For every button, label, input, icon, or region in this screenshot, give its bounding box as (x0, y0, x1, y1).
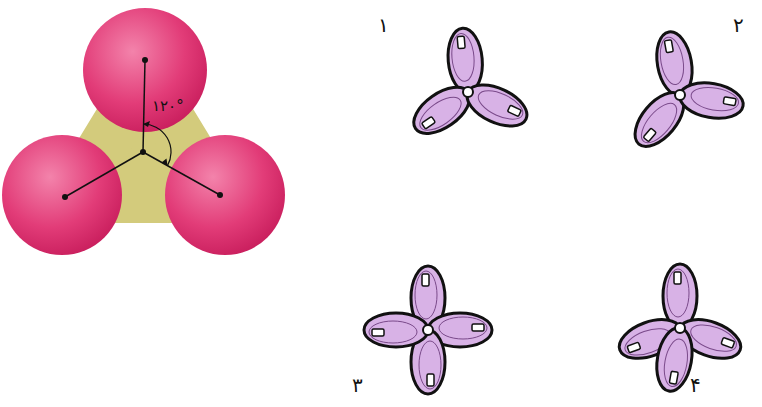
nucleus-dots (62, 57, 223, 200)
molecule-model (2, 8, 285, 255)
orbital-lobe (626, 84, 693, 155)
orbital-lobe (364, 313, 428, 347)
callout-number: ۲ (733, 14, 744, 36)
outer-atom (2, 135, 122, 255)
orbital-lobe (663, 264, 697, 328)
orbital-lobe (461, 77, 533, 135)
orbital-set (406, 27, 533, 143)
orbital-set (626, 29, 746, 155)
angle-label: ۱۲۰° (152, 98, 184, 115)
callout-number: ۳ (352, 374, 363, 396)
callout-number: ۴ (690, 374, 701, 396)
orbital-set (364, 266, 492, 394)
bond-lines (65, 60, 220, 197)
orbital-lobe (445, 27, 484, 94)
orbital-lobe (406, 78, 478, 143)
orbital-lobe (677, 78, 746, 123)
orbital-set (614, 264, 746, 394)
orbital-drawings (364, 27, 746, 394)
outer-atom (165, 135, 285, 255)
callout-number: ۱ (378, 14, 389, 36)
